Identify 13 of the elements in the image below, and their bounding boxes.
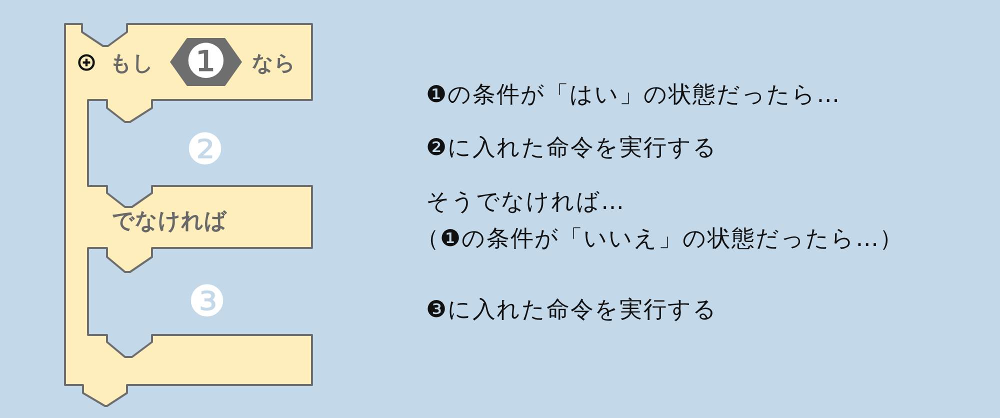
explanation-text: ❶の条件が「はい」の状態だったら…: [426, 84, 841, 106]
block-label: もし: [110, 52, 154, 74]
explanation-text: そうでなければ…: [426, 190, 625, 214]
if-else-block: [62, 21, 315, 409]
block-label: なら: [252, 52, 296, 74]
slot-number: ❷: [186, 128, 224, 172]
block-label: でなければ: [112, 211, 227, 233]
condition-hexagon: [170, 38, 242, 86]
slot-number: ❸: [188, 280, 226, 324]
explanation-text: ❷に入れた命令を実行する: [426, 136, 718, 160]
explanation-text: ❸に入れた命令を実行する: [426, 298, 718, 322]
explanation-text: （❶の条件が「いいえ」の状態だったら…）: [416, 228, 904, 250]
condition-number: ❶: [184, 38, 228, 86]
